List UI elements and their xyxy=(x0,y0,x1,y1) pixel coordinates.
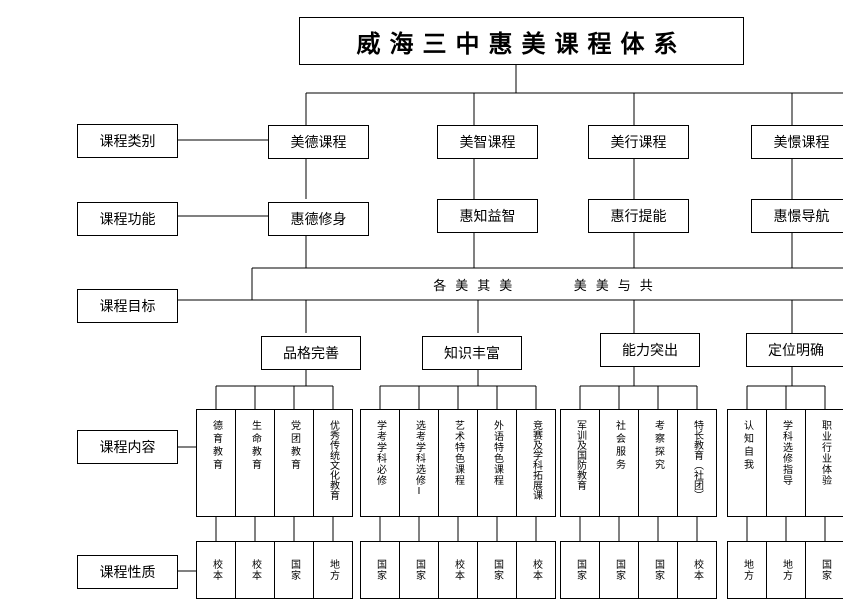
nature-text: 国家 xyxy=(374,559,386,581)
content-text: 考察探究 xyxy=(652,420,664,472)
content-text: 选考学科选修Ⅰ xyxy=(413,420,425,498)
content-text: 德育教育 xyxy=(210,420,222,472)
content-cell: 认知自我 xyxy=(727,409,767,517)
row-label-goal: 课程目标 xyxy=(77,289,178,323)
nature-cell: 国家 xyxy=(274,541,314,599)
content-text: 认知自我 xyxy=(741,420,753,472)
nature-cell: 国家 xyxy=(399,541,439,599)
nature-text: 校本 xyxy=(210,559,222,581)
content-cell: 军训及国防教育 xyxy=(560,409,600,517)
content-cell: 社会服务 xyxy=(599,409,639,517)
goal-box-meixing: 能力突出 xyxy=(600,333,700,367)
diagram-title: 威海三中惠美课程体系 xyxy=(299,17,744,65)
content-cell: 学科选修指导 xyxy=(766,409,806,517)
function-box-meizhi: 惠知益智 xyxy=(437,199,538,233)
nature-text: 地方 xyxy=(780,559,792,581)
nature-cell: 国家 xyxy=(805,541,843,599)
content-cell: 外语特色课程 xyxy=(477,409,517,517)
category-box-meixing: 美行课程 xyxy=(588,125,689,159)
nature-text: 校本 xyxy=(452,559,464,581)
goal-box-meide: 品格完善 xyxy=(261,336,361,370)
nature-cell: 国家 xyxy=(477,541,517,599)
nature-text: 国家 xyxy=(413,559,425,581)
function-box-meixing: 惠行提能 xyxy=(588,199,689,233)
nature-text: 校本 xyxy=(691,559,703,581)
content-text: 外语特色课程 xyxy=(491,420,503,486)
nature-text: 国家 xyxy=(613,559,625,581)
content-cell: 选考学科选修Ⅰ xyxy=(399,409,439,517)
content-text: 学考学科必修 xyxy=(374,420,386,486)
row-label-content: 课程内容 xyxy=(77,430,178,464)
content-text: 军训及国防教育 xyxy=(574,420,586,490)
category-box-meide: 美德课程 xyxy=(268,125,369,159)
content-text: 特长教育（社团） xyxy=(691,420,703,500)
nature-cell: 地方 xyxy=(727,541,767,599)
content-cell: 德育教育 xyxy=(196,409,236,517)
content-cell: 生命教育 xyxy=(235,409,275,517)
row-label-category: 课程类别 xyxy=(77,124,178,158)
content-text: 党团教育 xyxy=(288,420,300,472)
nature-cell: 国家 xyxy=(599,541,639,599)
nature-text: 校本 xyxy=(249,559,261,581)
nature-text: 国家 xyxy=(819,559,831,581)
nature-cell: 校本 xyxy=(196,541,236,599)
nature-cell: 国家 xyxy=(638,541,678,599)
content-cell: 党团教育 xyxy=(274,409,314,517)
nature-text: 地方 xyxy=(327,559,339,581)
goal-box-meijing: 定位明确 xyxy=(746,333,843,367)
content-text: 竞赛及学科拓展课 xyxy=(530,420,542,500)
row-label-function: 课程功能 xyxy=(77,202,178,236)
nature-cell: 校本 xyxy=(677,541,717,599)
content-cell: 考察探究 xyxy=(638,409,678,517)
content-cell: 艺术特色课程 xyxy=(438,409,478,517)
content-text: 优秀传统文化教育 xyxy=(327,420,339,500)
content-text: 社会服务 xyxy=(613,420,625,472)
row-label-nature: 课程性质 xyxy=(77,555,178,589)
nature-text: 校本 xyxy=(530,559,542,581)
goal-banner: 各美其美 美美与共 xyxy=(433,278,662,294)
content-text: 艺术特色课程 xyxy=(452,420,464,486)
nature-cell: 校本 xyxy=(516,541,556,599)
nature-text: 国家 xyxy=(574,559,586,581)
nature-text: 地方 xyxy=(741,559,753,581)
content-text: 职业行业体验 xyxy=(819,420,831,486)
content-cell: 学考学科必修 xyxy=(360,409,400,517)
content-cell: 竞赛及学科拓展课 xyxy=(516,409,556,517)
nature-cell: 国家 xyxy=(560,541,600,599)
nature-cell: 校本 xyxy=(235,541,275,599)
content-cell: 特长教育（社团） xyxy=(677,409,717,517)
nature-cell: 地方 xyxy=(766,541,806,599)
nature-text: 国家 xyxy=(288,559,300,581)
content-text: 生命教育 xyxy=(249,420,261,472)
content-text: 学科选修指导 xyxy=(780,420,792,486)
goal-box-meizhi: 知识丰富 xyxy=(422,336,522,370)
category-box-meijing: 美憬课程 xyxy=(751,125,843,159)
nature-text: 国家 xyxy=(491,559,503,581)
function-box-meijing: 惠憬导航 xyxy=(751,199,843,233)
content-cell: 职业行业体验 xyxy=(805,409,843,517)
function-box-meide: 惠德修身 xyxy=(268,202,369,236)
content-cell: 优秀传统文化教育 xyxy=(313,409,353,517)
nature-cell: 地方 xyxy=(313,541,353,599)
category-box-meizhi: 美智课程 xyxy=(437,125,538,159)
nature-text: 国家 xyxy=(652,559,664,581)
nature-cell: 校本 xyxy=(438,541,478,599)
nature-cell: 国家 xyxy=(360,541,400,599)
